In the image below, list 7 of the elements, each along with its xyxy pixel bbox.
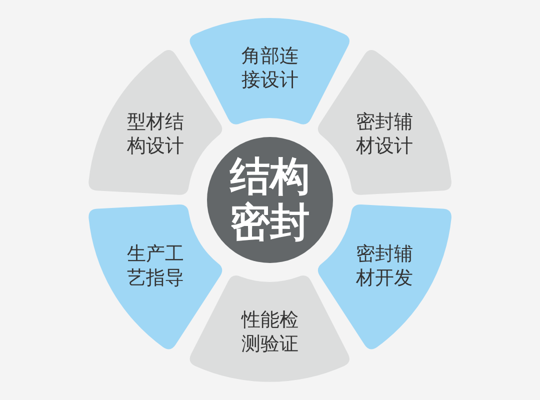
topic-label: 性能检测验证	[240, 308, 300, 356]
topic-label: 密封辅材开发	[354, 242, 414, 290]
topic-label: 密封辅材设计	[354, 110, 414, 158]
topic-label: 生产工艺指导	[126, 242, 186, 290]
topic-label: 角部连接设计	[240, 44, 300, 92]
topic-label: 型材结构设计	[126, 110, 186, 158]
hub-title: 结构密封	[228, 154, 311, 246]
